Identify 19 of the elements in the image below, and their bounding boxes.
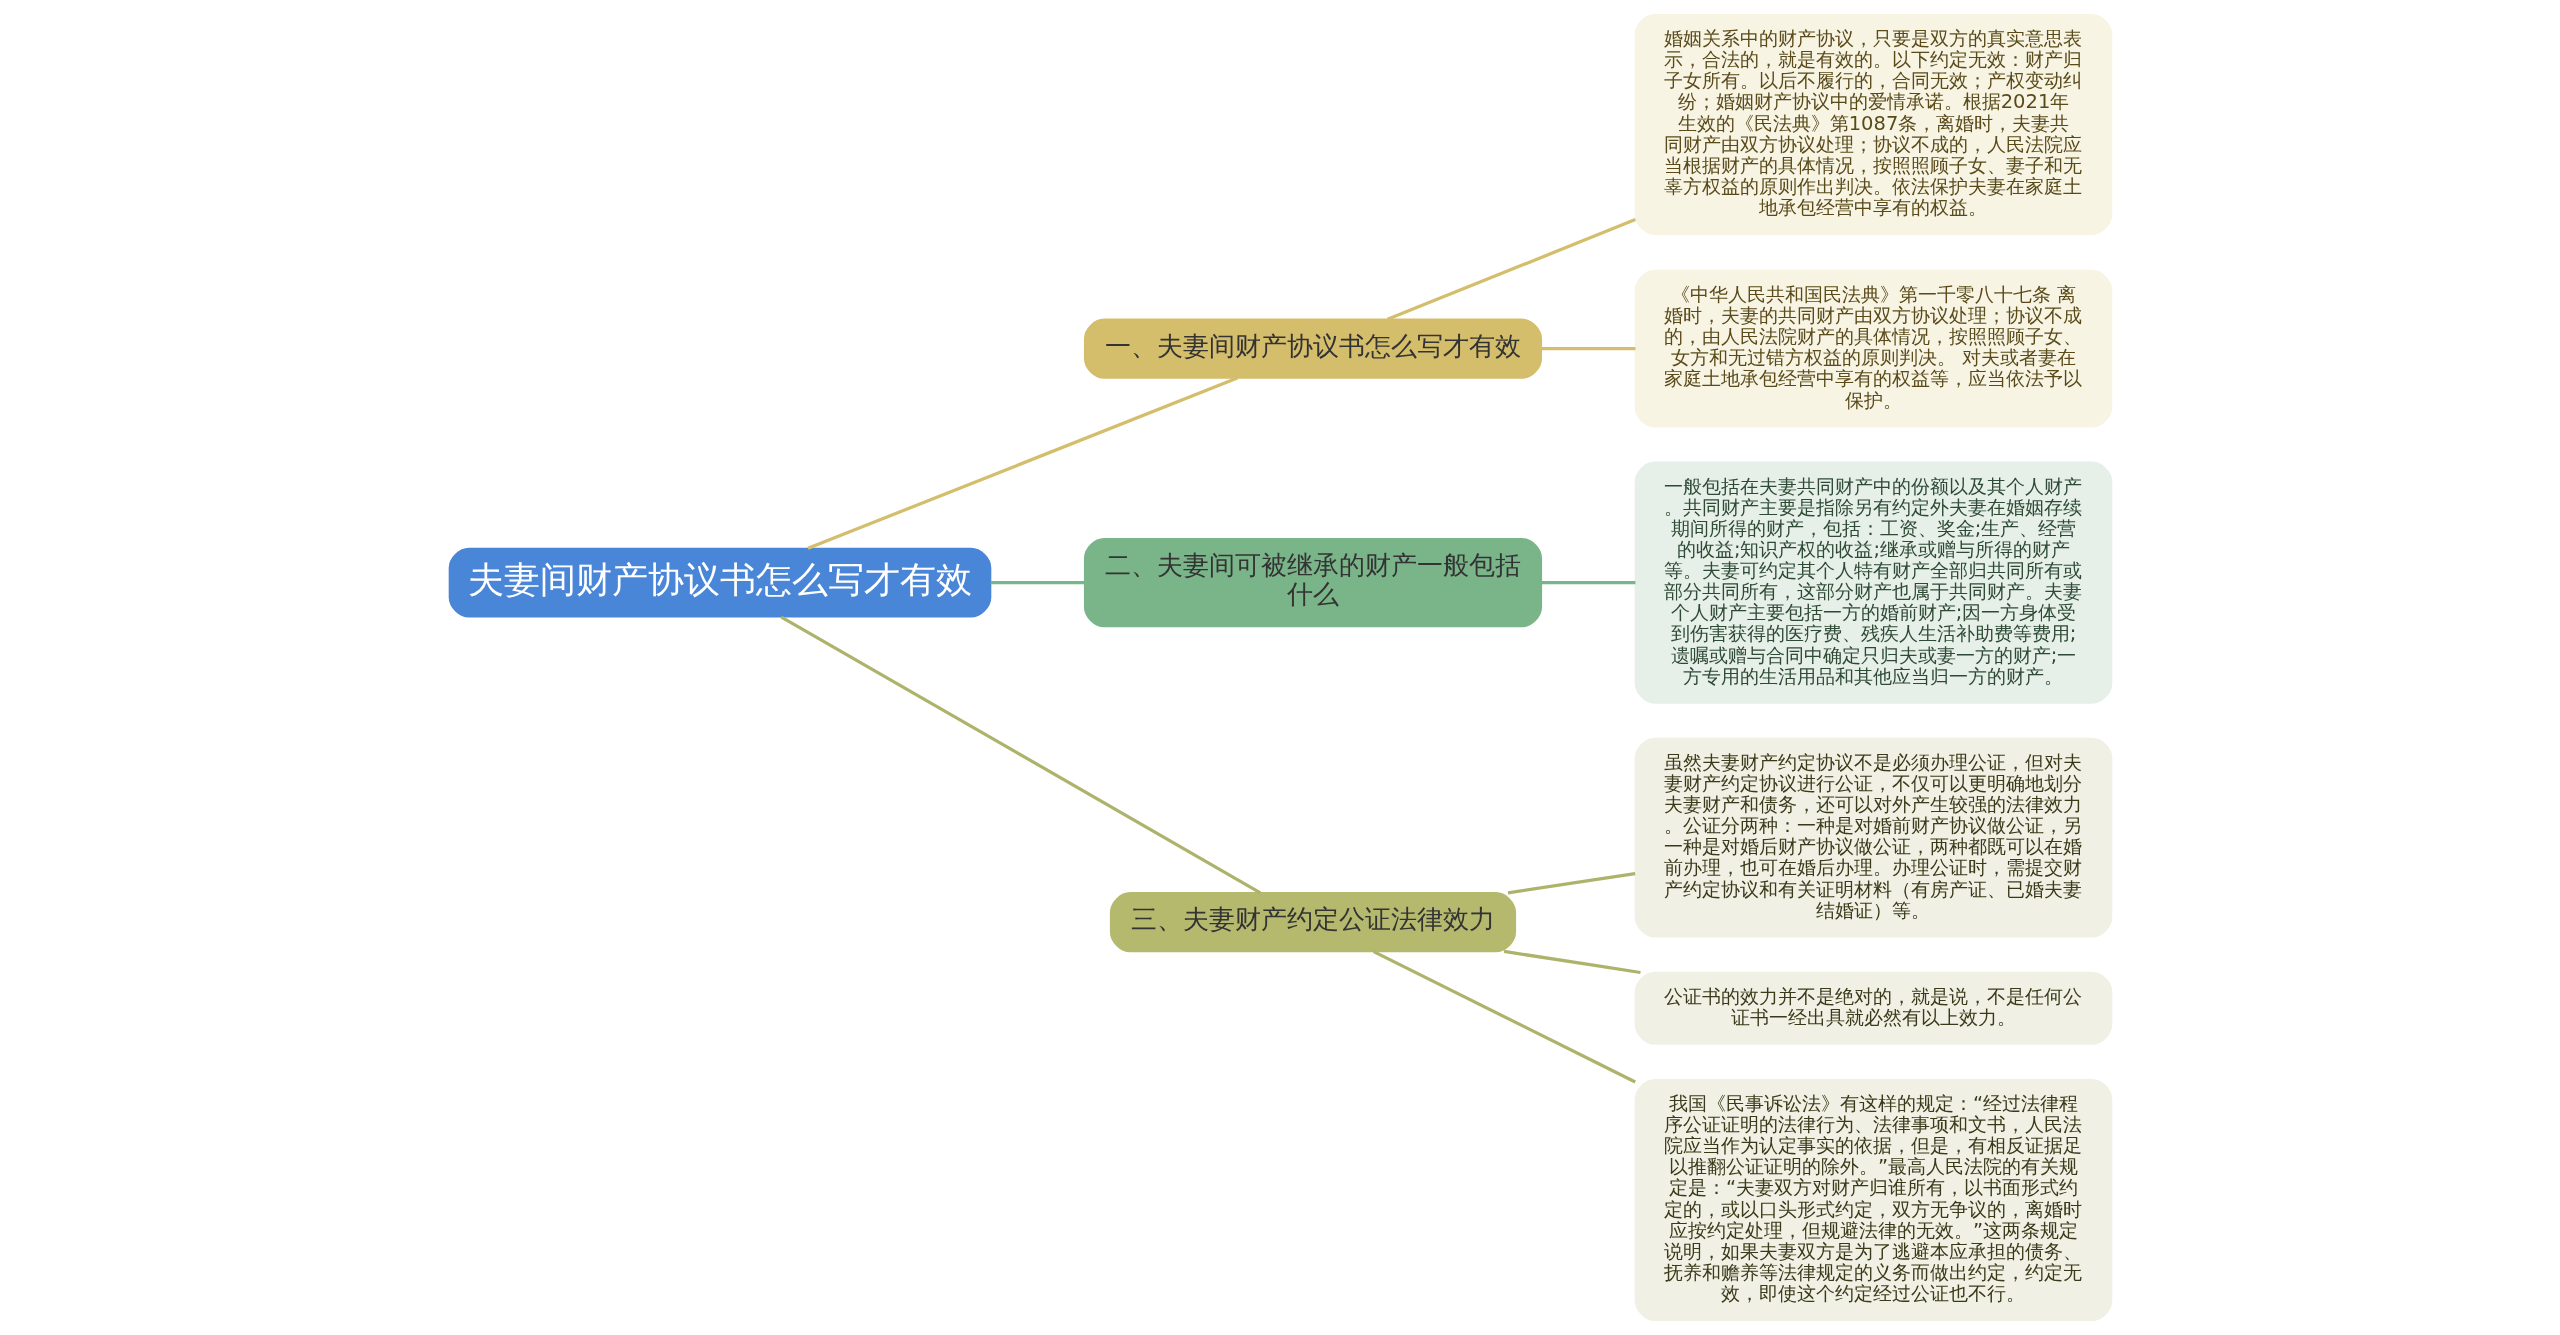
- connector: [1372, 950, 1636, 1084]
- node-box: 夫妻间财产协议书怎么写才有效: [448, 547, 991, 618]
- node-box: 三、夫妻财产约定公证法律效力: [1109, 892, 1516, 953]
- connector: [1507, 871, 1635, 895]
- connector: [1540, 581, 1635, 585]
- node-box: 一般包括在夫妻共同财产中的份额以及其个人财产。共同财产主要是指除另有约定外夫妻在婚姻存续期间所得的财产，包括：工资、奖金;生产、经营的收益;知识产权的收益;继承或赠与所得的财产等。夫妻可约定其个人特有财产全部归共同所有或部分共同所有，这部分财产也属于共同财产。夫妻个人财产主要包括一方的婚前财产;因一方身体受到伤害获得的医疗费、残疾人生活补助费等费用;遗嘱或赠与合同中确定只归夫或妻一方的财产;一方专用的生活用品和其他应当归一方的财产。: [1634, 461, 2112, 704]
- connector: [990, 581, 1085, 585]
- node-box: 《中华人民共和国民法典》第一千零八十七条 离婚时，夫妻的共同财产由双方协议处理；协议不成的，由人民法院财产的具体情况，按照照顾子女、女方和无过错方权益的原则判决。 对夫或者妻在家庭土地承包经营中享有的权益等，应当依法予以保护。: [1634, 269, 2112, 428]
- connector: [1386, 218, 1636, 321]
- connector: [1503, 949, 1641, 975]
- node-box: 我国《民事诉讼法》有这样的规定：“经过法律程序公证证明的法律行为、法律事项和文书，人民法院应当作为认定事实的依据，但是，有相反证据足以推翻公证证明的除外。”最高人民法院的有关规定是：“夫妻双方对财产归谁所有，以书面形式约定的，或以口头形式约定，双方无争议的，离婚时应按约定处理，但规避法律的无效。”这两条规定说明，如果夫妻双方是为了逃避本应承担的债务、抚养和赡养等法律规定的义务而做出约定，约定无效，即使这个约定经过公证也不行。: [1634, 1078, 2112, 1321]
- node-box: 二、夫妻间可被继承的财产一般包括什么: [1083, 537, 1542, 628]
- connector: [1540, 347, 1635, 351]
- node-box: 一、夫妻间财产协议书怎么写才有效: [1083, 318, 1542, 379]
- connector: [806, 376, 1238, 550]
- node-box: 虽然夫妻财产约定协议不是必须办理公证，但对夫妻财产约定协议进行公证，不仅可以更明确地划分夫妻财产和债务，还可以对外产生较强的法律效力。公证分两种：一种是对婚前财产协议做公证，另一种是对婚后财产协议做公证，两种都既可以在婚前办理，也可在婚后办理。办理公证时，需提交财产约定协议和有关证明材料（有房产证、已婚夫妻结婚证）等。: [1634, 737, 2112, 938]
- node-box: 婚姻关系中的财产协议，只要是双方的真实意思表示，合法的，就是有效的。以下约定无效：财产归子女所有。以后不履行的，合同无效；产权变动纠纷；婚姻财产协议中的爱情承诺。根据2021年生效的《民法典》第1087条，离婚时，夫妻共同财产由双方协议处理；协议不成的，人民法院应当根据财产的具体情况，按照照顾子女、妻子和无辜方权益的原则作出判决。依法保护夫妻在家庭土地承包经营中享有的权益。: [1634, 14, 2112, 235]
- node-box: 公证书的效力并不是绝对的，就是说，不是任何公证书一经出具就必然有以上效力。: [1634, 971, 2112, 1045]
- connector: [780, 615, 1261, 895]
